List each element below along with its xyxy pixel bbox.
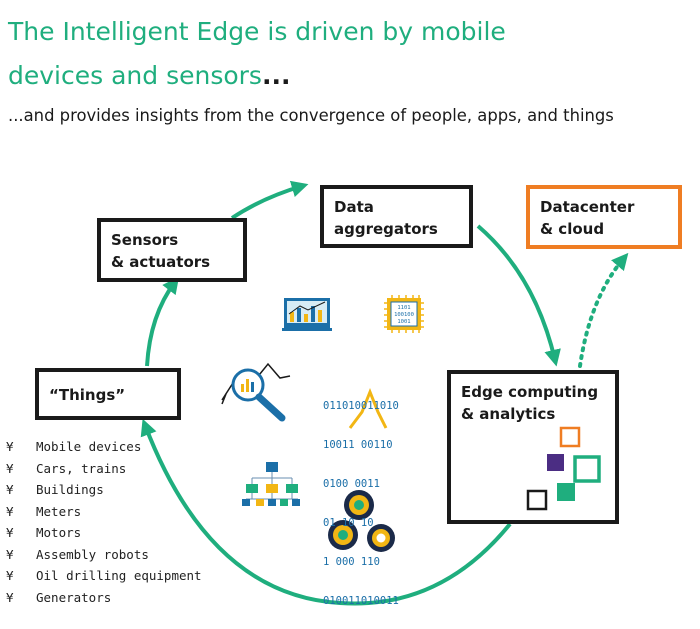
aggregators-label-line-2: aggregators xyxy=(334,220,438,238)
magnifier-chart-icon xyxy=(221,362,291,422)
arc-edge-to-things xyxy=(140,418,512,606)
list-bullet: ¥ xyxy=(6,589,14,605)
list-item-label: Generators xyxy=(36,589,112,605)
aggregators-label-line-1: Data xyxy=(334,198,374,216)
list-item-label: Motors xyxy=(36,525,82,540)
arc-sensors-to-aggregators xyxy=(230,180,309,220)
list-bullet: ¥ xyxy=(6,525,14,540)
sensors-label-line-1: Sensors xyxy=(111,231,179,249)
list-item-label: Oil drilling equipment xyxy=(36,568,202,583)
list-item: ¥ Buildings xyxy=(6,479,202,501)
list-item-label: Buildings xyxy=(36,482,104,497)
binary-data-trend-icon xyxy=(348,387,388,429)
page-subtitle: ...and provides insights from the conver… xyxy=(8,106,614,125)
binary-line: 1 000 110 xyxy=(323,556,380,568)
binary-line: 010011010011 xyxy=(323,595,399,607)
gears-icon xyxy=(328,490,395,552)
binary-line: 0100 0011 xyxy=(323,478,380,490)
list-item-label: Cars, trains xyxy=(36,460,127,476)
list-item-label: Mobile devices xyxy=(36,439,142,454)
title-ellipsis: ... xyxy=(261,61,291,90)
things-list: ¥ Mobile devices ¥ Cars, trains ¥ Buildings… xyxy=(6,436,202,608)
binary-data-icon: 011010011010 10011 00110 0100 0011 01 10… xyxy=(323,374,413,621)
list-item: ¥ Mobile devices xyxy=(6,436,202,458)
sensors-actuators-box: Sensors & actuators xyxy=(97,218,247,282)
list-item: ¥ Meters xyxy=(6,501,202,523)
datacenter-cloud-box: Datacenter & cloud xyxy=(526,185,682,249)
arc-things-to-sensors xyxy=(145,276,180,367)
list-item: ¥ Cars, trains xyxy=(6,458,202,480)
list-item: ¥ Assembly robots xyxy=(6,544,202,566)
list-item: ¥ Motors xyxy=(6,522,202,544)
datacenter-label-line-1: Datacenter xyxy=(540,198,635,216)
edge-squares-icon xyxy=(526,426,601,511)
list-bullet: ¥ xyxy=(6,503,14,519)
binary-line: 01 10 10 xyxy=(323,517,374,529)
things-box: “Things” xyxy=(35,368,181,420)
edge-label-line-1: Edge computing xyxy=(461,383,599,401)
edge-computing-box: Edge computing & analytics xyxy=(447,370,619,524)
title-line-1: The Intelligent Edge is driven by mobile xyxy=(8,17,506,46)
chip-text-1: 1101 xyxy=(397,305,410,311)
arc-aggregators-to-edge xyxy=(476,224,561,367)
title-line-2-text: devices and sensors xyxy=(8,61,262,90)
list-bullet: ¥ xyxy=(6,546,14,562)
sensors-label-line-2: & actuators xyxy=(111,253,211,271)
cpu-chip-icon: 1101 100100 1001 xyxy=(384,295,424,333)
list-item: ¥ Generators xyxy=(6,587,202,609)
list-item-label: Assembly robots xyxy=(36,546,149,562)
chip-text-3: 1001 xyxy=(397,319,410,325)
list-item-label: Meters xyxy=(36,503,82,519)
dotted-arc-edge-to-cloud xyxy=(578,252,629,368)
hierarchy-icon xyxy=(242,462,300,506)
list-bullet: ¥ xyxy=(6,460,14,476)
chip-text-2: 100100 xyxy=(394,312,414,318)
binary-line: 10011 00110 xyxy=(323,439,393,451)
things-label: “Things” xyxy=(49,386,126,404)
title-line-2: devices and sensors... xyxy=(8,54,688,98)
list-bullet: ¥ xyxy=(6,482,14,497)
chart-monitor-icon xyxy=(282,298,332,331)
list-bullet: ¥ xyxy=(6,568,14,583)
list-bullet: ¥ xyxy=(6,439,14,454)
edge-label-line-2: & analytics xyxy=(461,405,556,423)
data-aggregators-box: Data aggregators xyxy=(320,185,473,248)
binary-line: 011010011010 xyxy=(323,400,399,412)
list-item: ¥ Oil drilling equipment xyxy=(6,565,202,587)
datacenter-label-line-2: & cloud xyxy=(540,220,605,238)
page-title: The Intelligent Edge is driven by mobile… xyxy=(8,10,688,98)
